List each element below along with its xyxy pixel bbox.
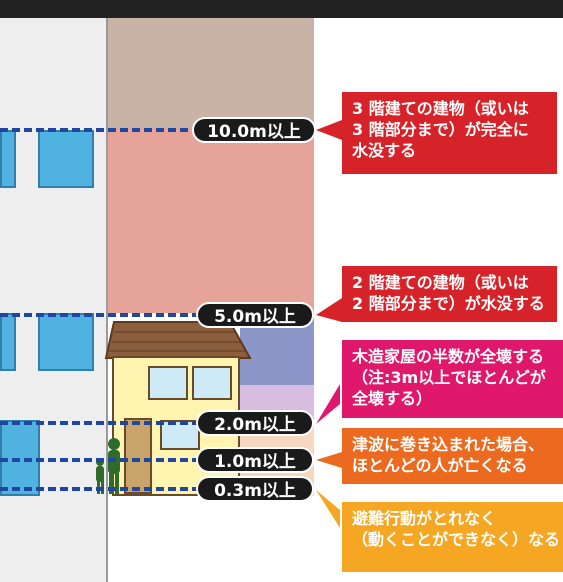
band-above-10m	[108, 18, 314, 128]
house-window	[148, 366, 188, 400]
building-window	[38, 313, 94, 371]
level-line-03m	[0, 487, 200, 491]
house-window	[192, 366, 232, 400]
building-window	[0, 130, 16, 188]
building-window	[0, 313, 16, 371]
level-label-03m: 0.3m以上	[196, 476, 314, 502]
people-silhouette-icon	[96, 438, 120, 494]
level-label-5m: 5.0m以上	[196, 302, 314, 328]
level-line-10m	[0, 128, 200, 132]
building-window	[38, 130, 94, 188]
house-roof	[104, 321, 252, 359]
tall-building	[0, 18, 108, 582]
level-label-10m: 10.0m以上	[192, 117, 316, 143]
callout-1m-line-1: 津波に巻き込まれた場合、	[352, 435, 545, 454]
callout-1m: 津波に巻き込まれた場合、 ほとんどの人が亡くなる	[342, 428, 563, 484]
callout-03m: 避難行動がとれなく （動くことができなく）なる	[342, 502, 563, 572]
callout-pointers	[316, 120, 342, 528]
level-label-2m: 2.0m以上	[196, 410, 314, 436]
callout-2m-line-2: （注:3m以上でほとんどが	[352, 368, 546, 387]
callout-10m-line-2: 3 階部分まで）が完全に	[352, 120, 529, 139]
level-line-5m	[0, 313, 200, 317]
callout-03m-line-2: （動くことができなく）なる	[352, 530, 561, 549]
top-strip	[0, 0, 563, 18]
callout-10m: 3 階建ての建物（或いは 3 階部分まで）が完全に 水没する	[342, 92, 557, 174]
level-line-1m	[0, 458, 200, 462]
callout-2m-line-3: 全壊する）	[352, 389, 433, 408]
house-door	[124, 418, 152, 494]
callout-5m-line-2: 2 階部分まで）が水没する	[352, 294, 545, 313]
callout-10m-line-3: 水没する	[352, 141, 417, 160]
callout-5m: 2 階建ての建物（或いは 2 階部分まで）が水没する	[342, 266, 557, 322]
callout-2m: 木造家屋の半数が全壊する （注:3m以上でほとんどが 全壊する）	[342, 340, 563, 418]
callout-5m-line-1: 2 階建ての建物（或いは	[352, 273, 529, 292]
band-10m-to-5m	[108, 128, 314, 313]
callout-2m-line-1: 木造家屋の半数が全壊する	[352, 347, 545, 366]
callout-10m-line-1: 3 階建ての建物（或いは	[352, 99, 529, 118]
level-line-2m	[0, 421, 200, 425]
callout-1m-line-2: ほとんどの人が亡くなる	[352, 456, 528, 475]
callout-03m-line-1: 避難行動がとれなく	[352, 509, 497, 528]
level-label-1m: 1.0m以上	[196, 447, 314, 473]
